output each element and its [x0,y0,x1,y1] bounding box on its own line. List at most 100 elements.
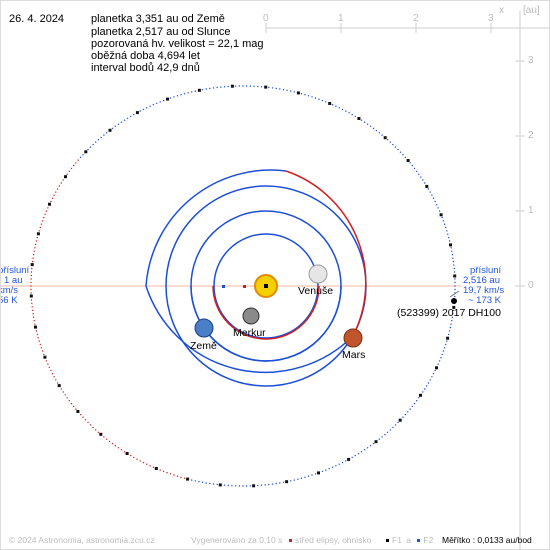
orbit-dot [31,267,33,270]
orbit-dot [40,223,43,225]
orbit-dot [159,101,161,103]
orbit-dot [311,96,313,98]
orbit-dot [314,473,317,475]
orbit-dot [56,382,59,384]
orbit-dot [152,466,155,468]
orbit-dot [246,485,248,487]
orbit-dot [311,474,313,476]
orbit-dot [31,260,34,263]
orbit-point-marker [36,232,40,236]
orbit-dot [84,419,87,421]
orbit-dot [173,474,175,476]
focus-f2-marker [222,285,225,288]
orbit-dot [114,445,117,447]
orbit-dot [429,379,431,381]
orbit-dot [335,465,337,467]
orbit-dot [318,98,320,101]
orbit-dot [454,285,456,287]
orbit-dot [314,97,317,99]
orbit-dot [397,421,399,424]
orbit-dot [205,482,207,484]
orbit-dot [183,93,186,95]
mars-icon [343,328,363,348]
orbit-dot [264,484,266,486]
orbit-dot [133,456,135,459]
orbit-dot [194,480,196,482]
orbit-dot [450,247,452,249]
mercury-orbit-south [212,285,320,340]
orbit-point-marker [398,418,402,422]
orbit-point-marker [296,91,300,95]
orbit-dot [268,86,270,89]
orbit-dot [34,323,36,325]
orbit-dot [275,482,277,485]
orbit-dot [180,476,182,478]
orbit-dot [56,188,59,190]
orbit-dot [445,343,447,346]
orbit-dot [234,485,237,487]
orbit-point-marker [419,393,422,397]
orbit-point-marker [99,432,103,436]
orbit-dot [422,179,424,181]
orbit-dot [441,353,443,356]
orbit-dot [447,233,449,235]
orbit-dot [372,127,375,130]
orbit-dot [220,86,222,88]
orbit-dot [446,230,448,232]
orbit-dot [231,485,233,487]
orbit-dot [38,340,40,342]
orbit-dot [451,254,454,256]
orbit-dot [68,400,71,402]
orbit-dot [77,159,79,161]
orbit-dot [249,485,252,487]
orbit-dot [307,475,310,477]
orbit-dot [37,337,39,339]
mars-label: Mars [342,349,366,361]
orbit-dot [242,85,244,87]
orbit-dot [290,90,292,92]
legend-foci: F1 a F2 [386,536,433,545]
orbit-dot [325,469,327,471]
earth-label: Země [190,340,217,352]
orbit-dot [454,295,456,298]
orbit-dot [55,379,57,381]
orbit-point-marker [446,336,450,340]
orbit-dot [242,485,244,487]
orbit-dot [106,132,108,134]
orbit-dot [31,302,33,305]
orbit-dot [416,400,418,402]
orbit-point-marker [84,150,88,154]
orbit-dot [363,121,366,123]
orbit-dot [420,176,422,178]
orbit-dot [73,164,75,167]
orbit-dot [354,454,356,457]
orbit-dot [279,482,281,484]
orbit-dot [366,123,369,125]
mars-orbit-red [285,170,367,337]
orbit-dot [438,210,441,212]
legend-a-label: a [406,535,412,545]
orbit-dot [304,476,306,478]
orbit-dot [448,330,451,332]
orbit-dot [97,139,100,141]
orbit-dot [427,382,430,384]
orbit-dot [33,250,35,252]
unit-label: [au] [523,5,540,16]
orbit-dot [103,436,105,438]
orbit-dot [257,85,259,88]
orbit-dot [33,320,35,322]
orbit-dot [441,216,443,219]
orbit-dot [32,316,35,318]
orbit-dot [130,115,132,118]
x-tick-label: 1 [338,13,344,24]
orbit-dot [325,101,327,103]
orbit-dot [75,408,77,410]
orbit-point-marker [347,457,351,461]
orbit-dot [31,309,34,312]
orbit-dot [434,200,436,203]
orbit-dot [146,463,148,465]
legend-center: střed elipsy, ohnisko [289,536,371,545]
orbit-dot [397,148,399,151]
orbit-dot [453,271,456,273]
